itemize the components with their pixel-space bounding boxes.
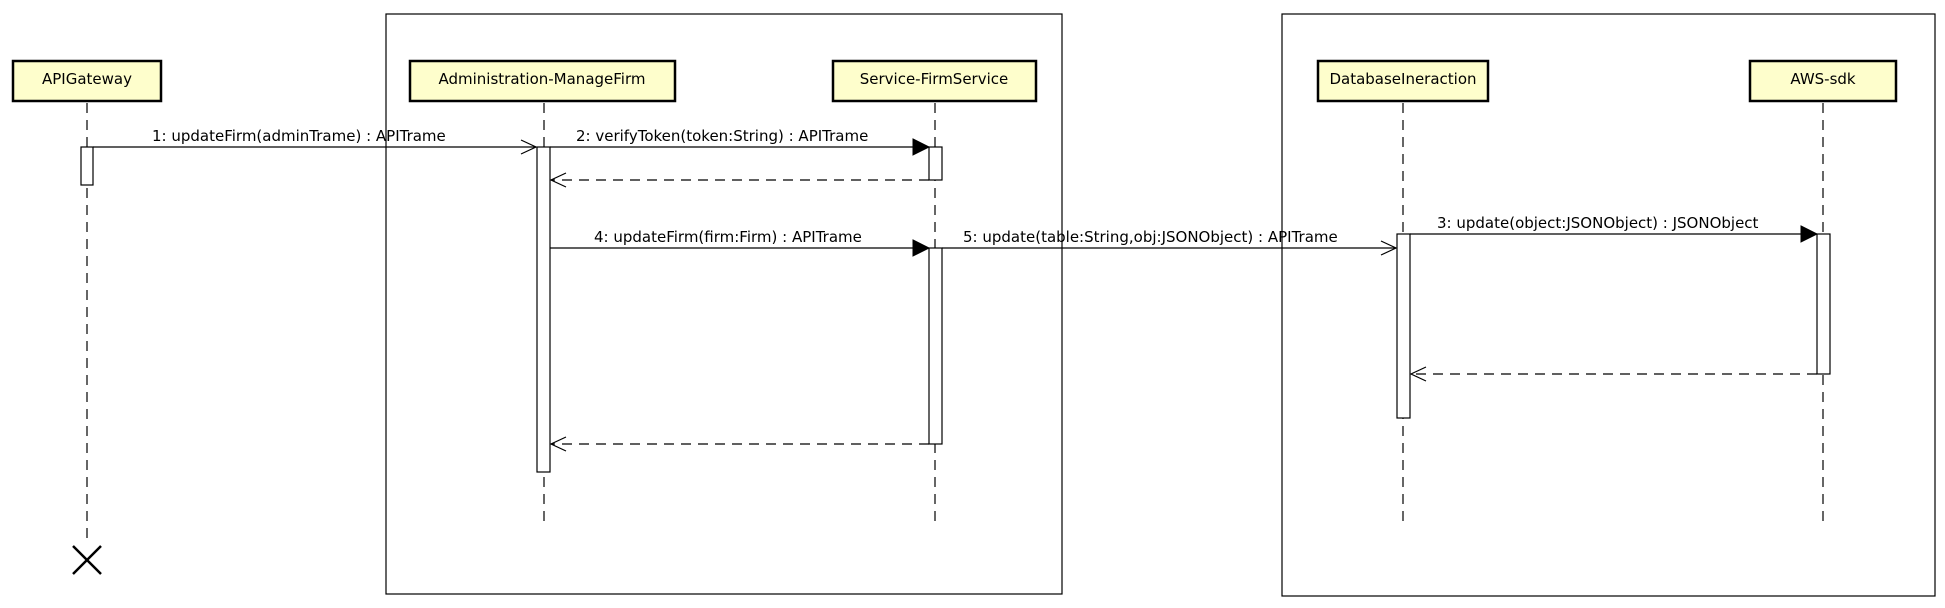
activation-managefirm <box>536 146 551 473</box>
participant-managefirm: Administration-ManageFirm <box>408 59 677 103</box>
participant-dbinteraction-label: DatabaseIneraction <box>1329 70 1476 88</box>
message-1-label: 1: updateFirm(adminTrame) : APITrame <box>152 127 446 145</box>
activation-dbinteraction <box>1396 233 1411 419</box>
activation-awssdk <box>1816 233 1831 375</box>
message-4: 4: updateFirm(firm:Firm) : APITrame <box>550 228 931 257</box>
participant-awssdk: AWS-sdk <box>1748 59 1898 103</box>
participant-apigateway-label: APIGateway <box>42 70 132 88</box>
message-3-label: 3: update(object:JSONObject) : JSONObjec… <box>1437 214 1759 232</box>
participant-firmservice: Service-FirmService <box>831 59 1038 103</box>
frame-administration <box>385 13 1063 595</box>
message-2: 2: verifyToken(token:String) : APITrame <box>550 127 931 156</box>
participant-apigateway: APIGateway <box>11 59 163 103</box>
message-1: 1: updateFirm(adminTrame) : APITrame <box>93 127 538 155</box>
participant-managefirm-label: Administration-ManageFirm <box>439 70 646 88</box>
message-2-label: 2: verifyToken(token:String) : APITrame <box>576 127 868 145</box>
activation-firmservice-2 <box>928 247 943 445</box>
frame-database <box>1281 13 1936 597</box>
participant-dbinteraction: DatabaseIneraction <box>1316 59 1490 103</box>
message-5: 5: update(table:String,obj:JSONObject) :… <box>942 228 1398 256</box>
return-3 <box>1409 366 1817 382</box>
participant-firmservice-label: Service-FirmService <box>860 70 1009 88</box>
return-4 <box>549 436 929 452</box>
participant-awssdk-label: AWS-sdk <box>1790 70 1856 88</box>
activation-firmservice-1 <box>928 146 943 181</box>
message-4-label: 4: updateFirm(firm:Firm) : APITrame <box>594 228 862 246</box>
return-2 <box>549 172 929 188</box>
message-3: 3: update(object:JSONObject) : JSONObjec… <box>1410 214 1819 243</box>
destroy-marker <box>72 545 102 575</box>
activation-apigateway <box>80 146 94 186</box>
message-5-label: 5: update(table:String,obj:JSONObject) :… <box>963 228 1338 246</box>
